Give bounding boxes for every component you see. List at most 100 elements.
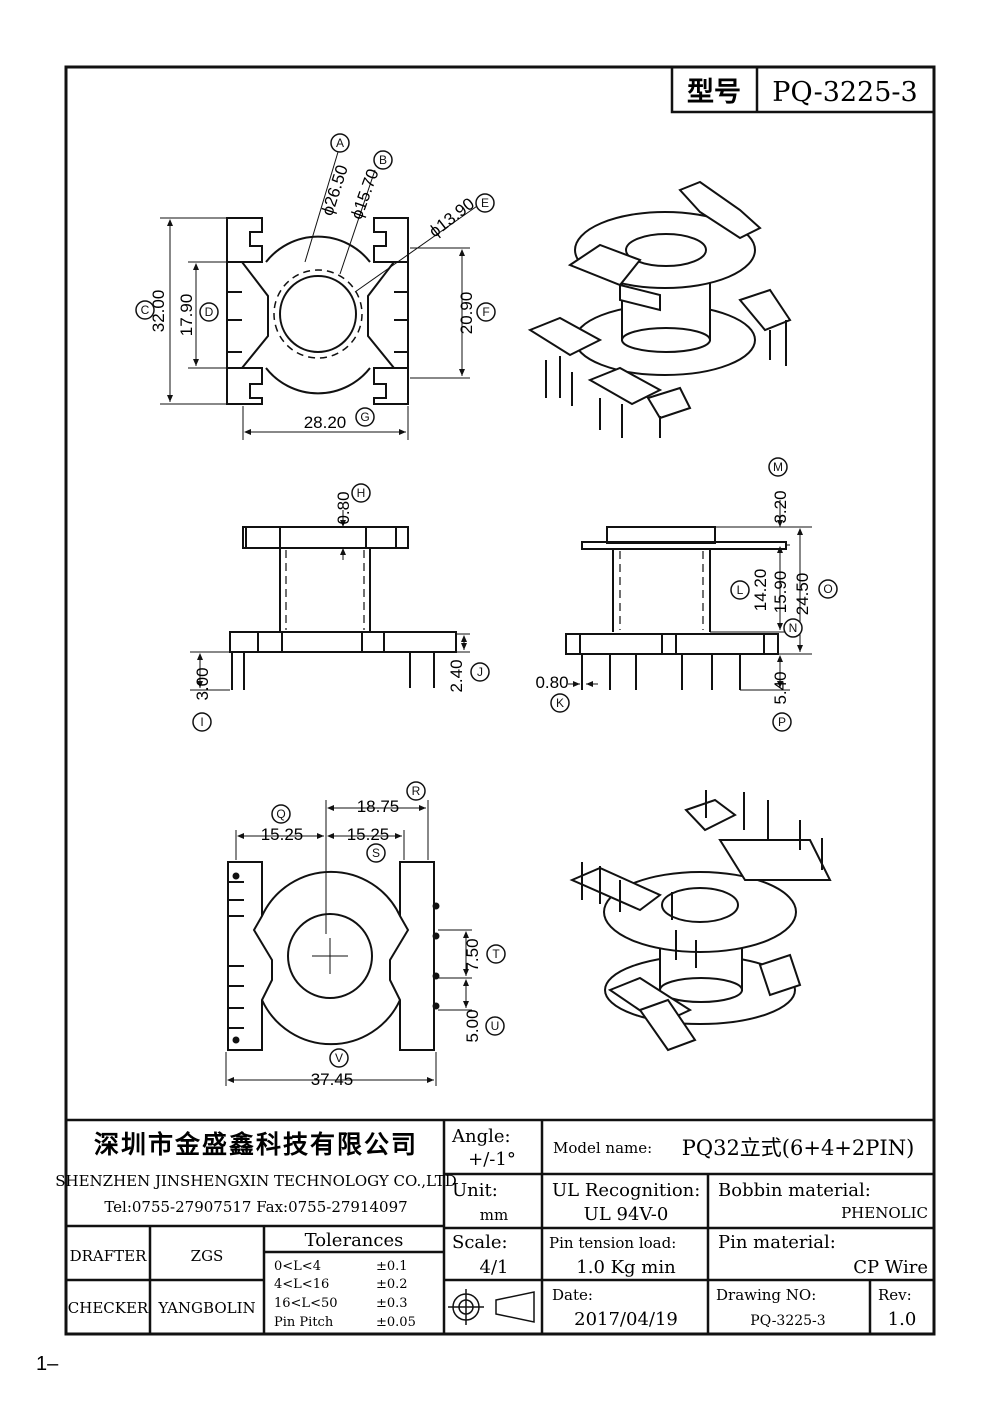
dim-d: 17.90 (177, 294, 196, 337)
dim-p: 5.40 (771, 671, 790, 704)
page-number: 1– (36, 1353, 59, 1375)
callout-g (355, 407, 375, 427)
callout-f (476, 302, 496, 322)
callout-j (470, 662, 490, 682)
pin-material-label: Pin material: (718, 1232, 836, 1253)
model-name-label: Model name: (553, 1139, 652, 1157)
model-header: 型号 PQ-3225-3 (670, 65, 936, 114)
callout-q (271, 804, 291, 824)
iso-view-bottom-pins (581, 790, 823, 968)
callout-n-text: N (789, 621, 798, 635)
callout-l-text: L (737, 583, 744, 597)
callout-o (818, 579, 838, 599)
rev-label: Rev: (878, 1286, 912, 1304)
tolerances-title: Tolerances (305, 1230, 404, 1251)
callout-a-text: A (336, 136, 344, 150)
callout-p-text: P (778, 715, 786, 729)
callout-i-text: I (200, 715, 203, 729)
callout-e-text: E (481, 196, 489, 210)
callout-b (373, 150, 393, 170)
side-view-left (229, 526, 457, 690)
company-name-cn: 深圳市金盛鑫科技有限公司 (94, 1130, 418, 1159)
callout-f-text: F (482, 305, 489, 319)
dim-n: 15.90 (771, 571, 790, 614)
dim-g: 28.20 (304, 413, 347, 432)
model-header-value: PQ-3225-3 (772, 77, 917, 108)
dim-o: 24.50 (793, 573, 812, 616)
bobbin-value: PHENOLIC (841, 1204, 928, 1222)
dimension-callout-labels (135, 133, 838, 1068)
pin-tension-label: Pin tension load: (549, 1234, 676, 1252)
dim-b: ϕ15.70 (347, 166, 383, 221)
callout-r (406, 781, 426, 801)
bottom-view-dimensions (225, 800, 472, 1086)
dim-e: ϕ13.90 (425, 194, 478, 241)
scale-value: 4/1 (480, 1257, 509, 1278)
iso-view-bottom (569, 798, 832, 1052)
dim-i: 3.00 (193, 667, 212, 700)
side-view-right-dimensions (568, 500, 812, 691)
callout-m (768, 457, 788, 477)
callout-c-text: C (141, 303, 150, 317)
dim-t: 7.50 (463, 938, 482, 971)
callout-v-text: V (335, 1051, 343, 1065)
top-view-dimensions (160, 151, 481, 440)
callout-d-text: D (205, 305, 214, 319)
iso-view-top-pins (545, 320, 787, 438)
callout-q-text: Q (276, 807, 285, 821)
callout-l (730, 580, 750, 600)
drafter-value: ZGS (191, 1247, 224, 1265)
callout-e (475, 193, 495, 213)
company-name-en: SHENZHEN JINSHENGXIN TECHNOLOGY CO.,LTD (55, 1172, 457, 1190)
callout-u-text: U (491, 1019, 500, 1033)
callout-h (351, 483, 371, 503)
tolerance-value-1: ±0.1 (376, 1259, 408, 1274)
dim-j: 2.40 (447, 659, 466, 692)
tolerance-value-2: ±0.2 (376, 1277, 408, 1292)
projection-symbol-icon (448, 1289, 535, 1325)
callout-h-text: H (357, 486, 366, 500)
checker-value: YANGBOLIN (157, 1299, 255, 1317)
pin-material-value: CP Wire (853, 1257, 928, 1278)
bobbin-label: Bobbin material: (718, 1180, 871, 1201)
callout-b-text: B (379, 153, 387, 167)
side-view-right (565, 526, 787, 690)
callout-s (366, 843, 386, 863)
dim-r: 18.75 (357, 797, 400, 816)
title-block-grid (66, 1118, 934, 1334)
dim-h: 0.80 (334, 491, 353, 524)
dim-c: 32.00 (149, 290, 168, 333)
dim-m: 3.20 (771, 490, 790, 523)
drawing-no-value: PQ-3225-3 (750, 1313, 825, 1329)
company-tel-fax: Tel:0755-27907517 Fax:0755-27914097 (104, 1198, 407, 1216)
callout-g-text: G (360, 410, 369, 424)
callout-s-text: S (372, 846, 380, 860)
unit-label: Unit: (452, 1180, 498, 1201)
side-view-left-dimensions (190, 510, 470, 691)
tolerance-range-4: Pin Pitch (274, 1315, 334, 1330)
top-view (226, 217, 409, 405)
callout-i (192, 712, 212, 732)
dim-u: 5.00 (463, 1009, 482, 1042)
callout-m-text: M (773, 460, 783, 474)
callout-c (135, 300, 155, 320)
callout-u (485, 1016, 505, 1036)
callout-j-text: J (477, 665, 483, 679)
drafter-label: DRAFTER (70, 1247, 148, 1265)
callout-n (783, 618, 803, 638)
pin-tension-value: 1.0 Kg min (576, 1257, 676, 1278)
callout-t-text: T (492, 947, 500, 961)
dim-v: 37.45 (311, 1070, 354, 1089)
unit-value: mm (480, 1206, 508, 1224)
callout-r-text: R (412, 784, 421, 798)
tolerance-range-1: 0<L<4 (274, 1259, 321, 1274)
dim-q: 15.25 (261, 825, 304, 844)
drawing-frame (64, 65, 936, 1336)
ul-label: UL Recognition: (552, 1180, 700, 1201)
scale-label: Scale: (452, 1232, 508, 1253)
drawing-no-label: Drawing NO: (716, 1286, 816, 1304)
callout-d (199, 302, 219, 322)
callout-a (330, 133, 350, 153)
callout-o-text: O (823, 582, 832, 596)
